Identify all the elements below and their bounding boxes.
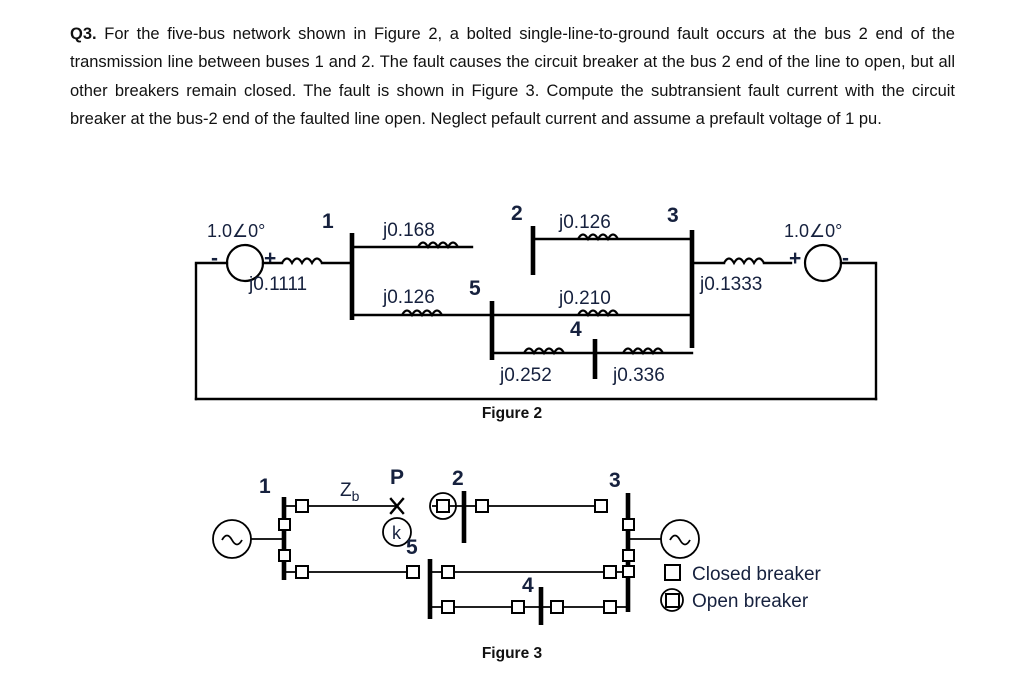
f3-bus-4-label: 4 — [522, 574, 534, 597]
f3-fault-node-circle — [382, 517, 412, 547]
f3-line-impedance-label: Zb — [340, 480, 360, 504]
f3-fault-cross-icon — [389, 497, 405, 515]
legend-open-breaker-square-icon — [665, 593, 680, 608]
f3-breaker-line23-bus3-end — [594, 499, 608, 513]
line-1-2-label: j0.168 — [382, 220, 435, 241]
legend-closed-breaker-label: Closed breaker — [692, 564, 822, 585]
gen1-reactance-coil — [281, 257, 323, 266]
line-2-3-coil — [577, 233, 619, 242]
question-label: Q3. — [70, 25, 97, 43]
f3-bus-3-label: 3 — [609, 469, 621, 492]
f3-bus-2-label: 2 — [452, 467, 464, 490]
f3-bus-5-label: 5 — [406, 536, 418, 559]
line-4-3-label: j0.336 — [612, 365, 665, 386]
legend-open-breaker-label: Open breaker — [692, 591, 809, 612]
f3-breaker-line54-bus4-end — [511, 600, 525, 614]
f3-breaker-line12-bus1-end — [295, 499, 309, 513]
bus-3-label: 3 — [667, 204, 679, 227]
figure-3-diagram: 1 Zb P k 2 3 — [212, 466, 822, 625]
line-1-5-coil — [401, 309, 443, 318]
f3-open-breaker-square — [436, 499, 450, 513]
f3-breaker-line43-bus4-end — [550, 600, 564, 614]
gen3-reactance-label: j0.1333 — [699, 274, 762, 295]
line-1-5-label: j0.126 — [382, 287, 435, 308]
gen-left-plus-sign: + — [264, 247, 276, 270]
line-2-3-label: j0.126 — [558, 212, 611, 233]
gen-left-voltage-label: 1.0∠0° — [207, 221, 265, 241]
line-1-2-coil — [417, 241, 459, 250]
f3-breaker-gen3-upper — [622, 518, 635, 531]
bus-2-label: 2 — [511, 202, 523, 225]
gen-right-voltage-label: 1.0∠0° — [784, 221, 842, 241]
f3-fault-point-label: P — [390, 466, 404, 489]
figure-2-diagram: 1.0∠0° - + j0.1111 1 j0.168 2 j0.126 3 j… — [194, 202, 878, 401]
f3-breaker-bus3-mid — [622, 565, 635, 578]
legend-closed-breaker-icon — [664, 564, 681, 581]
gen-right-minus-sign: - — [842, 247, 849, 270]
figure-3-caption: Figure 3 — [481, 645, 543, 662]
f3-breaker-gen1-upper — [278, 518, 291, 531]
legend-open-breaker-circle-icon — [660, 588, 684, 612]
figure-2: 1.0∠0° - + j0.1111 1 j0.168 2 j0.126 3 j… — [0, 195, 1024, 440]
f3-breaker-line53-bus3-end — [603, 565, 617, 579]
line-4-3-coil — [622, 347, 664, 356]
f3-breaker-line15-bus5-end — [406, 565, 420, 579]
line-5-3-coil — [577, 309, 619, 318]
gen-left-minus-sign: - — [211, 247, 218, 270]
bus-5-label: 5 — [469, 277, 481, 300]
bus-4-label: 4 — [570, 318, 582, 341]
gen1-reactance-label: j0.1111 — [248, 274, 307, 295]
line-5-3-label: j0.210 — [558, 288, 611, 309]
f3-fault-node-label: k — [392, 523, 402, 543]
figure-2-caption: Figure 2 — [481, 405, 543, 422]
question-body: For the five-bus network shown in Figure… — [70, 25, 955, 129]
f3-breaker-gen1-lower — [278, 549, 291, 562]
f3-bus-1-label: 1 — [259, 475, 271, 498]
f3-generator-3-symbol — [660, 519, 700, 559]
gen-right-symbol — [803, 243, 843, 283]
question-text: Q3. For the five-bus network shown in Fi… — [70, 20, 955, 134]
f3-breaker-line53-bus5-end — [441, 565, 455, 579]
bus-1-label: 1 — [322, 210, 334, 233]
f3-generator-3-sine — [669, 534, 691, 546]
gen3-reactance-coil — [723, 257, 765, 266]
f3-breaker-line15-bus1-end — [295, 565, 309, 579]
f3-breaker-gen3-lower — [622, 549, 635, 562]
f3-breaker-line43-bus3-end — [603, 600, 617, 614]
f3-generator-1-sine — [221, 534, 243, 546]
gen-right-plus-sign: + — [789, 247, 801, 270]
line-5-4-label: j0.252 — [499, 365, 552, 386]
f3-open-breaker-circle — [429, 492, 457, 520]
f3-breaker-line54-bus5-end — [441, 600, 455, 614]
line-5-4-coil — [523, 347, 565, 356]
f3-breaker-line23-bus2-end — [475, 499, 489, 513]
figure-3: 1 Zb P k 2 3 — [0, 455, 1024, 680]
